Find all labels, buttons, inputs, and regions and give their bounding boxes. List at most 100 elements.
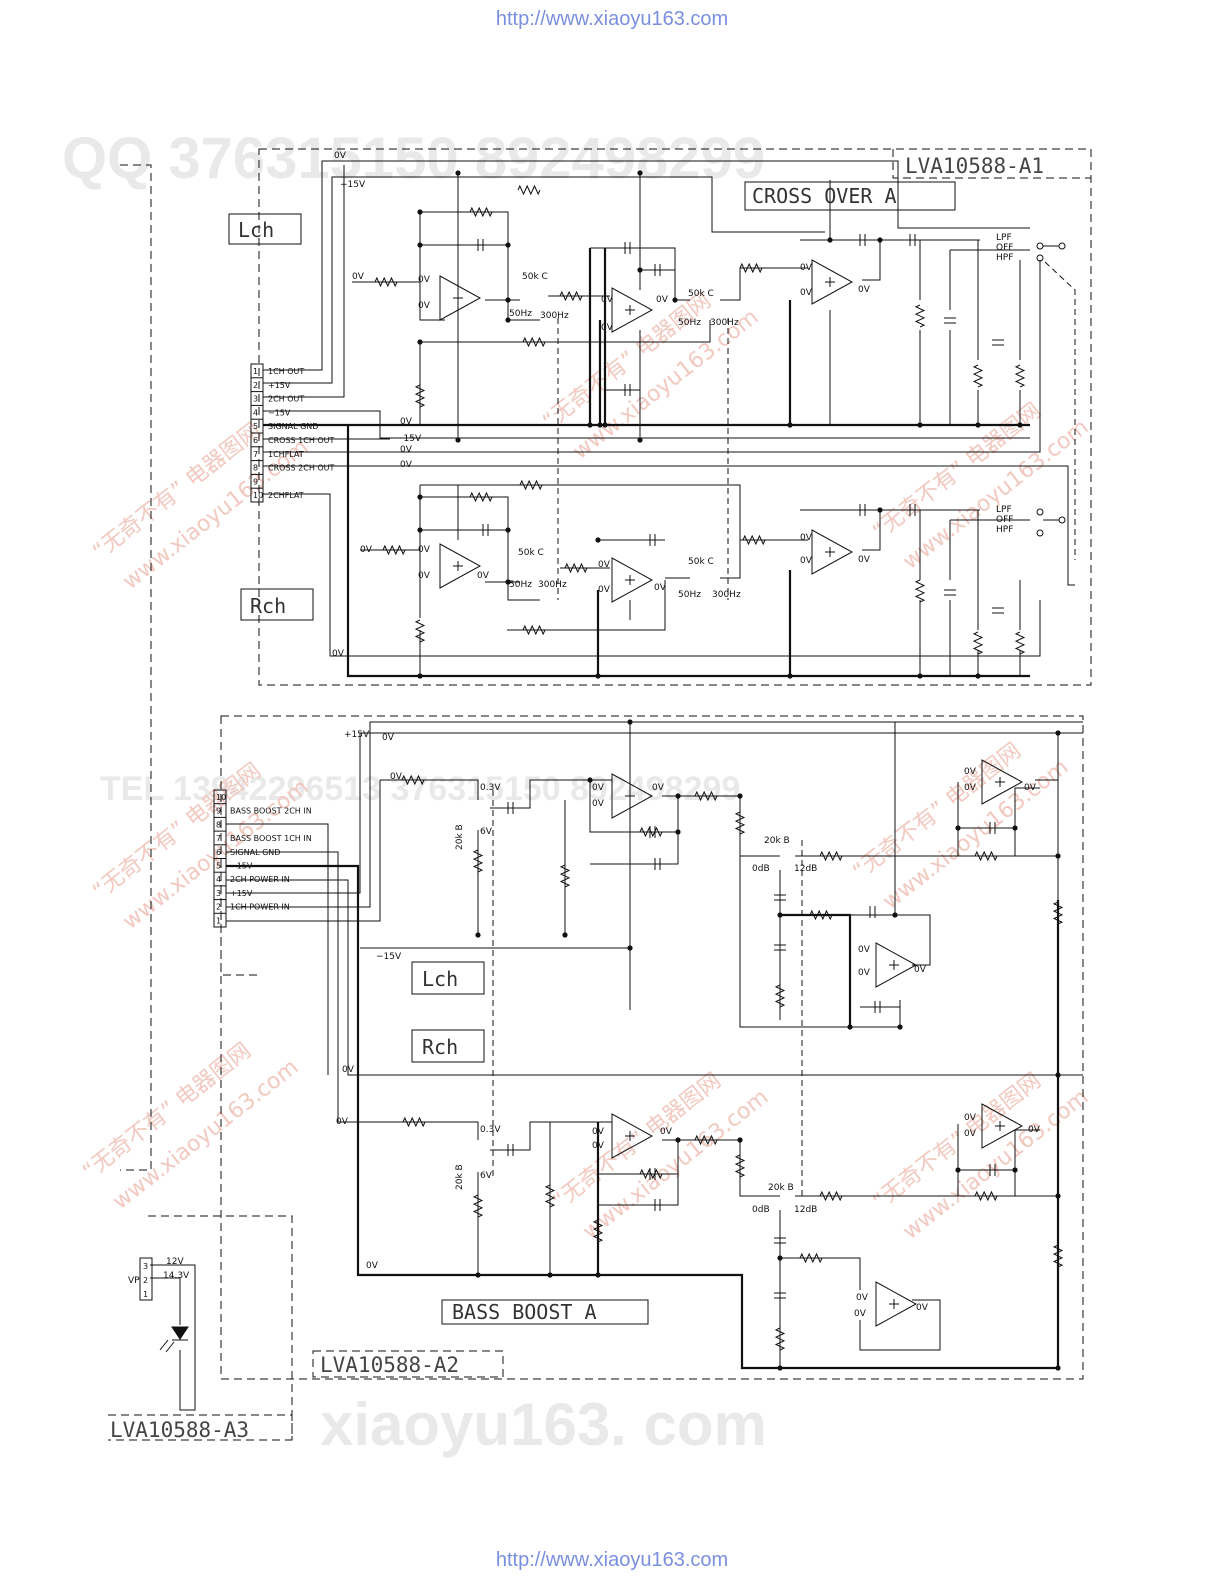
svg-text:0V: 0V [366, 1261, 379, 1271]
lpf-switch-top[interactable]: LPF OFF HPF [996, 233, 1066, 263]
svg-text:0V: 0V [418, 571, 431, 581]
junction-dot [505, 317, 511, 323]
svg-text:HPF: HPF [996, 253, 1013, 263]
junction-dot [672, 297, 678, 303]
junction-dot [417, 527, 423, 533]
svg-text:0V: 0V [916, 1303, 929, 1313]
junction-dot [505, 242, 511, 248]
footer-url[interactable]: http://www.xiaoyu163.com [495, 1549, 729, 1571]
svg-text:OFF: OFF [996, 515, 1013, 525]
connector-a1-label: CROSS 1CH OUT [268, 436, 335, 445]
rch-label-top: Rch [240, 588, 314, 621]
capacitor [649, 534, 656, 546]
junction-dot [675, 829, 681, 835]
svg-text:0V: 0V [800, 263, 813, 273]
header-url[interactable]: http://www.xiaoyu163.com [495, 8, 729, 30]
junction-dot [827, 237, 833, 243]
resistor [414, 619, 426, 643]
svg-text:20k B: 20k B [768, 1183, 794, 1193]
junction-dot [627, 945, 633, 951]
svg-text:0V: 0V [400, 460, 413, 470]
resistor [544, 1184, 556, 1208]
capacitor [859, 234, 866, 246]
capacitor [654, 858, 661, 870]
resistor [734, 811, 746, 835]
junction-dot [1055, 1365, 1061, 1371]
svg-text:0V: 0V [1028, 1125, 1041, 1135]
capacitor [774, 1237, 786, 1244]
connector-a2-pin-9: 9 [216, 807, 221, 816]
junction-dot [955, 1167, 961, 1173]
opamp-plus-sign [889, 960, 899, 970]
resistor [402, 1116, 426, 1128]
svg-text:0V: 0V [964, 783, 977, 793]
harness-outline [120, 164, 152, 1171]
svg-text:12dB: 12dB [794, 864, 817, 874]
junction-dot [627, 719, 633, 725]
connector-a1-label: 2CH OUT [268, 395, 304, 404]
capacitor [774, 944, 786, 951]
junction-dot [975, 673, 981, 679]
resistor [401, 774, 425, 786]
resistor [739, 262, 763, 274]
resistor [819, 1190, 843, 1202]
resistor [914, 579, 926, 603]
svg-text:0V: 0V [332, 649, 345, 659]
junction-dot [877, 237, 883, 243]
svg-text:50k C: 50k C [688, 557, 714, 567]
resistor [374, 276, 398, 288]
opamp-triangle-7 [611, 1113, 654, 1159]
svg-text:0V: 0V [477, 571, 490, 581]
junction-dot [587, 777, 593, 783]
resistor [974, 850, 998, 862]
svg-text:0V: 0V [592, 1141, 605, 1151]
opamp-plus-sign [995, 777, 1005, 787]
svg-text:0V: 0V [400, 445, 413, 455]
junction-dot [637, 437, 643, 443]
svg-text:6V: 6V [480, 1171, 493, 1181]
opamp-triangle-1 [611, 287, 654, 333]
connector-a2-pin-7: 7 [216, 834, 221, 843]
svg-text:0V: 0V [856, 1293, 869, 1303]
svg-text:12dB: 12dB [794, 1205, 817, 1215]
svg-text:0V: 0V [598, 560, 611, 570]
capacitor [654, 264, 661, 276]
resistor [469, 206, 493, 218]
capacitor [989, 1164, 996, 1176]
resistor [799, 1252, 823, 1264]
svg-text:0V: 0V [656, 295, 669, 305]
opamp-triangle-10 [875, 942, 918, 988]
junction-dot [1055, 853, 1061, 859]
board-a3-outline [148, 1215, 293, 1440]
svg-text:0V: 0V [660, 1127, 673, 1137]
board-a1-id-box: LVA10588-A1 [892, 149, 1091, 179]
junction-dot [505, 527, 511, 533]
svg-text:LVA10588-A2: LVA10588-A2 [320, 1353, 459, 1377]
junction-dot [675, 1137, 681, 1143]
svg-text:0V: 0V [1024, 783, 1037, 793]
lpf-switch-bottom[interactable]: LPF OFF HPF [996, 505, 1066, 537]
svg-text:14.3V: 14.3V [163, 1271, 190, 1281]
junction-dot [737, 793, 743, 799]
svg-text:LPF: LPF [996, 233, 1012, 243]
junction-dot [975, 422, 981, 428]
connector-a1-pin-10: 10 [253, 491, 263, 500]
junction-dot [892, 912, 898, 918]
capacitor [909, 504, 916, 516]
svg-text:LVA10588-A1: LVA10588-A1 [905, 154, 1044, 178]
resistor [809, 909, 833, 921]
junction-dot [595, 673, 601, 679]
capacitor [624, 242, 631, 254]
opamp-triangle-9 [981, 1103, 1024, 1149]
connector-a1-label: 1CHFLAT [268, 450, 304, 459]
svg-text:0V: 0V [418, 301, 431, 311]
svg-text:0V: 0V [800, 288, 813, 298]
svg-text:LVA10588-A3: LVA10588-A3 [110, 1418, 249, 1442]
svg-text:Rch: Rch [422, 1035, 458, 1059]
resistors [374, 184, 1064, 1351]
resistor [914, 304, 926, 328]
opamps [439, 259, 1024, 1327]
svg-text:0V: 0V [858, 555, 871, 565]
